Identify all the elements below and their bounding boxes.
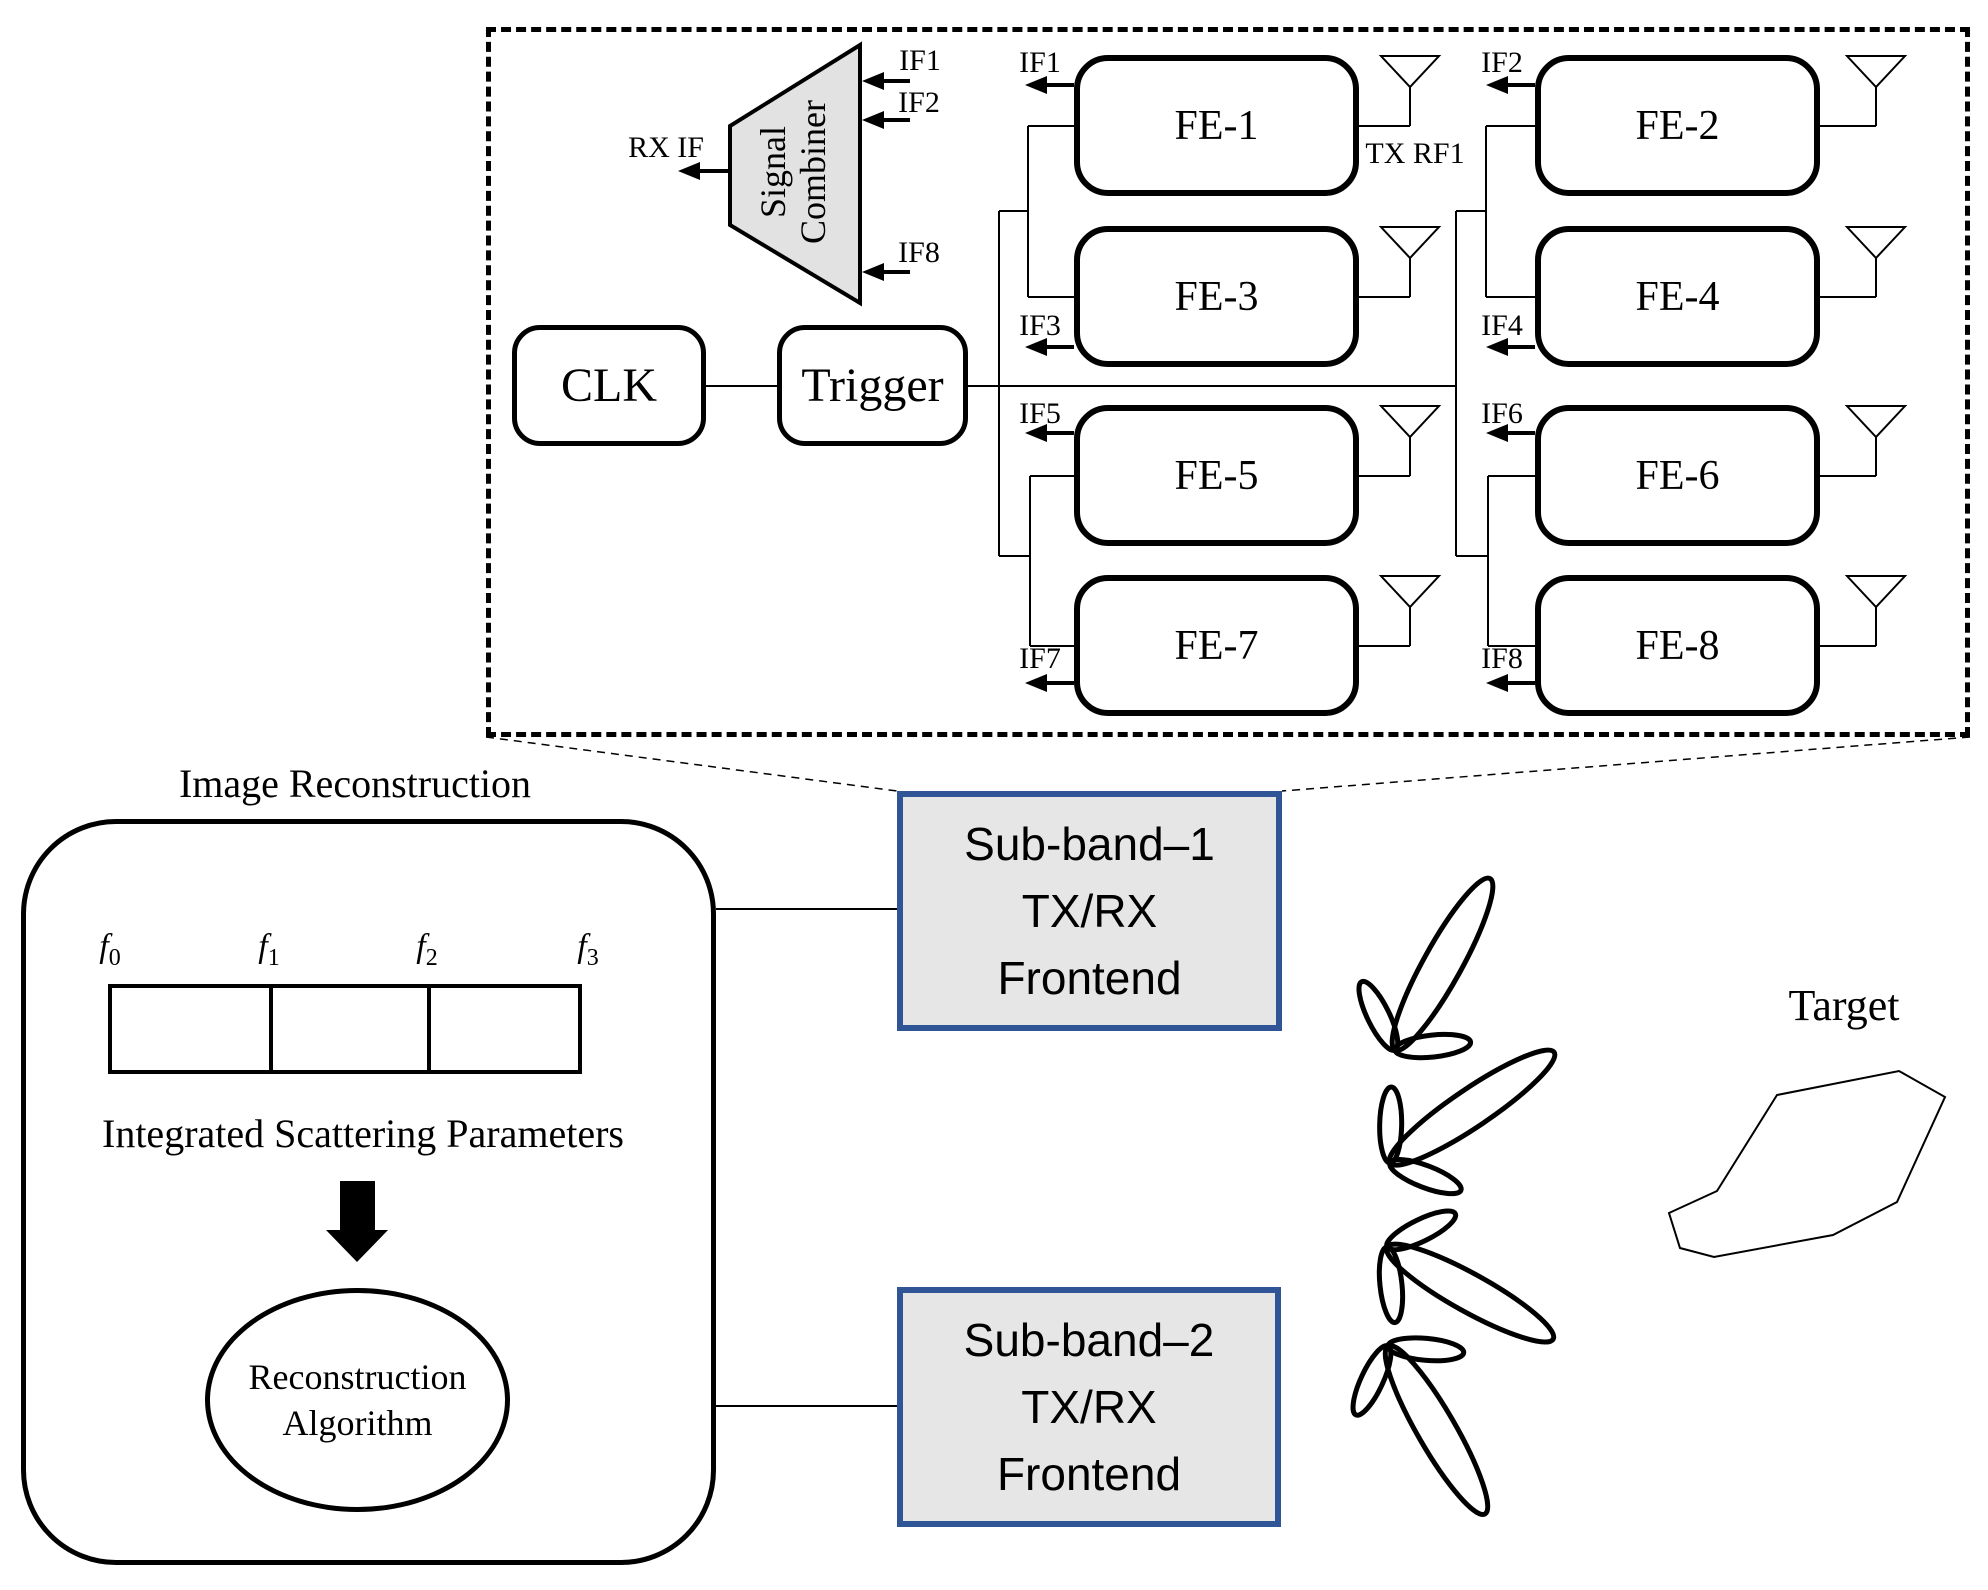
if-arrowhead — [1486, 674, 1508, 692]
antenna-icon — [1820, 575, 1908, 647]
antenna-icon — [1820, 226, 1908, 298]
freq-label-f0: f0 — [99, 928, 121, 971]
beam-pattern-3 — [1376, 1208, 1557, 1345]
if-arrowhead — [1486, 338, 1508, 356]
tx-rf1-label: TX RF1 — [1365, 137, 1465, 170]
if8-combiner-arrowhead — [862, 263, 884, 281]
fe-block-2: FE-2 — [1535, 55, 1820, 196]
if-label-1: IF1 — [1019, 46, 1061, 79]
beam-pattern-1 — [1356, 875, 1496, 1061]
if-arrowhead — [1025, 338, 1047, 356]
fe-block-5: FE-5 — [1074, 405, 1359, 546]
if1-combiner-arrowhead — [862, 72, 884, 90]
beam-pattern-2 — [1377, 1047, 1558, 1197]
if-label-5: IF5 — [1019, 397, 1061, 430]
antenna-icon — [1359, 226, 1442, 298]
if-arrowhead — [1025, 424, 1047, 442]
combiner-input-label-if8: IF8 — [898, 236, 940, 269]
rx-if-arrowhead — [678, 162, 700, 180]
antenna-icon — [1820, 55, 1908, 127]
subband-unit-boundary — [486, 27, 1970, 737]
if-arrowhead — [1486, 424, 1508, 442]
fe-block-7: FE-7 — [1074, 575, 1359, 716]
clk-label: CLK — [561, 359, 657, 412]
fe-block-1: FE-1 — [1074, 55, 1359, 196]
freq-label-f3: f3 — [577, 928, 599, 971]
expansion-line-right — [1281, 736, 1971, 792]
clk-block: CLK — [512, 325, 706, 446]
freq-label-f2: f2 — [416, 928, 438, 971]
beam-pattern-4 — [1350, 1335, 1491, 1518]
trigger-label: Trigger — [801, 359, 944, 412]
bar-divider — [427, 988, 431, 1070]
subband1-line2: TX/RX — [1021, 884, 1158, 937]
trigger-block: Trigger — [777, 325, 968, 446]
antenna-icon — [1820, 405, 1908, 477]
if2-combiner-arrowhead — [862, 111, 884, 129]
if-label-4: IF4 — [1481, 309, 1523, 342]
if-label-3: IF3 — [1019, 309, 1061, 342]
rx-if-label: RX IF — [628, 131, 704, 164]
antenna-icon — [1359, 575, 1442, 647]
scattering-parameters-caption: Integrated Scattering Parameters — [102, 1111, 624, 1156]
fe-block-4: FE-4 — [1535, 226, 1820, 367]
antenna-icon — [1359, 55, 1442, 127]
if-arrowhead — [1025, 76, 1047, 94]
algorithm-line1: Reconstruction — [248, 1357, 467, 1397]
if-arrowhead — [1486, 76, 1508, 94]
algorithm-line2: Algorithm — [282, 1403, 433, 1443]
fe-block-6: FE-6 — [1535, 405, 1820, 546]
bar-divider — [269, 988, 273, 1070]
subband2-line1: Sub-band–2 — [963, 1313, 1215, 1366]
subband1-line3: Frontend — [997, 951, 1182, 1004]
antenna-icon — [1359, 405, 1442, 477]
scattering-parameter-bar — [108, 984, 582, 1074]
down-arrow — [326, 1181, 388, 1262]
freq-label-f1: f1 — [258, 928, 280, 971]
image-reconstruction-title: Image Reconstruction — [178, 761, 532, 806]
if-label-8: IF8 — [1481, 642, 1523, 675]
if-label-2: IF2 — [1481, 46, 1523, 79]
if-arrowhead — [1025, 674, 1047, 692]
subband2-line3: Frontend — [996, 1447, 1182, 1500]
subband2-line2: TX/RX — [1021, 1380, 1157, 1433]
target-label: Target — [1788, 981, 1900, 1030]
subband1-line1: Sub-band–1 — [964, 817, 1215, 870]
if-label-7: IF7 — [1019, 642, 1061, 675]
image-reconstruction-box — [21, 819, 716, 1565]
combiner-input-label-if2: IF2 — [898, 86, 940, 119]
reconstruction-algorithm-ellipse: Reconstruction Algorithm — [205, 1288, 510, 1512]
combiner-input-label-if1: IF1 — [899, 44, 941, 77]
subband2-box: Sub-band–2 TX/RX Frontend — [897, 1287, 1281, 1527]
fe-block-3: FE-3 — [1074, 226, 1359, 367]
target-shape — [1667, 1069, 1947, 1259]
if-label-6: IF6 — [1481, 397, 1523, 430]
subband1-box: Sub-band–1 TX/RX Frontend — [897, 791, 1282, 1031]
signal-combiner-shape — [728, 41, 862, 307]
fe-block-8: FE-8 — [1535, 575, 1820, 716]
